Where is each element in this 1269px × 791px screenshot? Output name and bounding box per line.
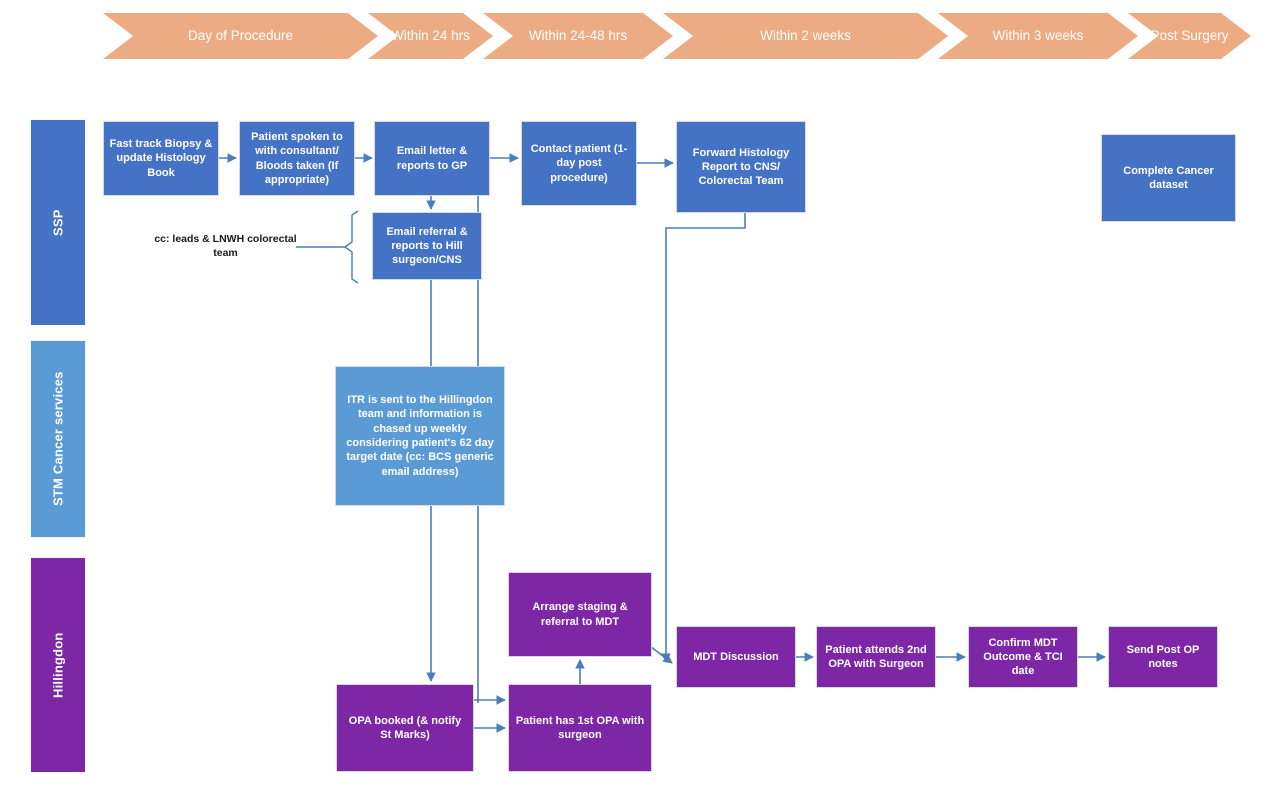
node-label: Patient attends 2nd OPA with Surgeon — [825, 643, 927, 670]
node-patient-2nd-opa[interactable]: Patient attends 2nd OPA with Surgeon — [816, 626, 936, 688]
timeline-phase-2: Within 24-48 hrs — [483, 13, 673, 59]
node-forward-histology[interactable]: Forward Histology Report to CNS/ Colorec… — [676, 121, 806, 213]
node-send-post-op-notes[interactable]: Send Post OP notes — [1108, 626, 1218, 688]
annotation-cc-leads-note: cc: leads & LNWH colorectal team — [154, 233, 297, 260]
swimlane-label-hillingdon: Hillingdon — [50, 632, 66, 698]
node-itr-sent[interactable]: ITR is sent to the Hillingdon team and i… — [335, 366, 505, 506]
node-label: Patient spoken to with consultant/ Blood… — [251, 130, 343, 186]
edge-forward-to-mdt — [665, 213, 746, 645]
swimlane-header-hillingdon: Hillingdon — [31, 558, 85, 772]
node-arrange-staging[interactable]: Arrange staging & referral to MDT — [508, 572, 652, 657]
swimlane-label-stm: STM Cancer services — [50, 371, 66, 507]
node-label: Email letter & reports to GP — [396, 145, 468, 172]
node-label: Forward Histology Report to CNS/ Colorec… — [692, 146, 790, 188]
node-label: ITR is sent to the Hillingdon team and i… — [346, 394, 494, 478]
node-contact-patient[interactable]: Contact patient (1-day post procedure) — [521, 121, 637, 206]
timeline-phase-3: Within 2 weeks — [663, 13, 948, 59]
timeline-phase-label: Post Surgery — [1150, 28, 1229, 44]
brace-cc-note — [344, 210, 359, 284]
swimlane-label-ssp: SSP — [50, 209, 66, 236]
node-email-referral-hill[interactable]: Email referral & reports to Hill surgeon… — [372, 212, 482, 280]
node-label: OPA booked (& notify St Marks) — [348, 714, 462, 741]
timeline-phase-label: Day of Procedure — [187, 28, 294, 44]
node-label: Patient has 1st OPA with surgeon — [515, 714, 645, 741]
node-complete-cancer-dataset[interactable]: Complete Cancer dataset — [1101, 134, 1236, 222]
timeline-phase-0: Day of Procedure — [103, 13, 378, 59]
node-fast-track-biopsy[interactable]: Fast track Biopsy & update Histology Boo… — [103, 121, 219, 196]
node-label: Email referral & reports to Hill surgeon… — [386, 225, 468, 267]
node-label: Send Post OP notes — [1126, 643, 1200, 670]
timeline-phase-label: Within 24 hrs — [391, 28, 470, 44]
node-confirm-mdt-outcome[interactable]: Confirm MDT Outcome & TCI date — [968, 626, 1078, 688]
node-opa-booked[interactable]: OPA booked (& notify St Marks) — [336, 684, 474, 772]
node-email-letter-gp[interactable]: Email letter & reports to GP — [374, 121, 490, 196]
timeline-phase-label: Within 2 weeks — [760, 28, 851, 44]
timeline-band: Day of Procedure Within 24 hrs Within 24-4… — [103, 13, 1251, 59]
node-mdt-discussion[interactable]: MDT Discussion — [676, 626, 796, 688]
node-label: MDT Discussion — [693, 650, 779, 663]
node-label: Arrange staging & referral to MDT — [532, 601, 628, 628]
node-label: Complete Cancer dataset — [1123, 164, 1214, 191]
node-patient-1st-opa[interactable]: Patient has 1st OPA with surgeon — [508, 684, 652, 772]
node-patient-spoken-to[interactable]: Patient spoken to with consultant/ Blood… — [239, 121, 355, 196]
swimlane-header-ssp: SSP — [31, 120, 85, 325]
node-label: Fast track Biopsy & update Histology Boo… — [109, 138, 213, 179]
swimlane-header-stm: STM Cancer services — [31, 341, 85, 537]
timeline-phase-5: Post Surgery — [1128, 13, 1251, 59]
timeline-phase-1: Within 24 hrs — [368, 13, 493, 59]
node-label: Contact patient (1-day post procedure) — [530, 143, 628, 184]
timeline-phase-label: Within 24-48 hrs — [528, 28, 628, 44]
timeline-phase-4: Within 3 weeks — [938, 13, 1138, 59]
timeline-phase-label: Within 3 weeks — [992, 28, 1084, 44]
node-label: Confirm MDT Outcome & TCI date — [983, 636, 1063, 678]
